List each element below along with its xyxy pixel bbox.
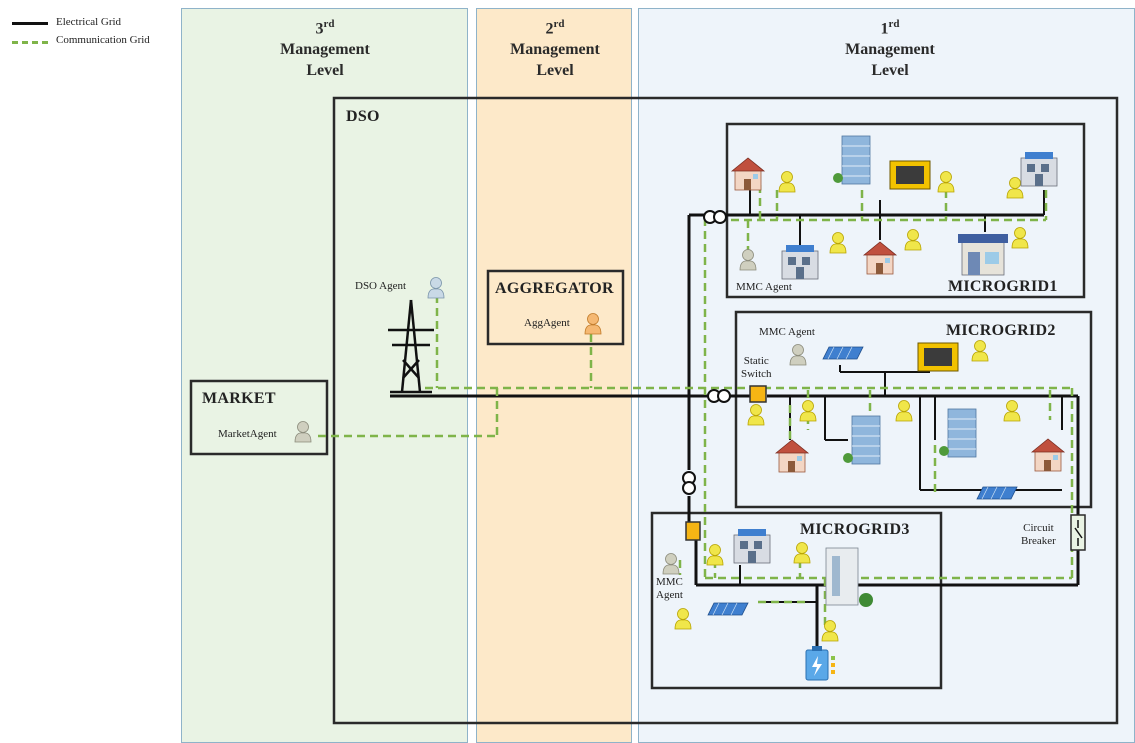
level2-panel [476,8,632,743]
agg-agent-label: AggAgent [524,317,570,329]
office-building-icon [832,135,871,185]
level3-panel [181,8,468,743]
microgrid1-box [725,122,1086,299]
office-building-icon [825,547,873,607]
solar-panel-icon [822,346,864,360]
apartment-icon [1020,151,1058,187]
aggregator-title: AGGREGATOR [495,280,614,297]
microgrid2-title: MICROGRID2 [946,322,1056,339]
agent-icon [937,171,955,193]
agent-icon [1006,177,1024,199]
agent-icon [895,400,913,422]
static-switch-mg3 [685,521,701,541]
legend-electrical-label: Electrical Grid [56,16,122,28]
transformer-mg1 [703,210,727,224]
legend-electrical-swatch [12,22,48,25]
mg3-mmc-agent-label: MMC Agent [656,576,683,601]
apartment-icon [781,244,819,280]
static-switch-mg2 [749,385,767,403]
agent-icon [706,544,724,566]
static-switch-label: Static Switch [741,355,772,380]
market-agent-label: MarketAgent [218,428,277,440]
mg1-mmc-agent-label: MMC Agent [736,281,792,293]
solar-panel-icon [707,602,749,616]
mg2-mmc-agent-label: MMC Agent [759,326,815,338]
transformer-mg3 [682,471,696,495]
dso-box [332,96,1119,725]
agent-icon [793,542,811,564]
market-box [189,379,329,456]
generator-icon [889,160,931,190]
microgrid3-box [650,511,943,690]
level3-header: 3rd Management Level [280,18,370,80]
dso-agent-icon [427,277,445,299]
circuit-breaker-label: Circuit Breaker [1021,522,1056,547]
microgrid3-title: MICROGRID3 [800,521,910,538]
transmission-tower-icon [388,299,434,394]
office-building-icon [938,408,977,458]
transformer-main [707,389,731,403]
market-title: MARKET [202,390,276,407]
agent-icon [778,171,796,193]
mg2-mmc-agent-icon [789,344,807,366]
mg3-mmc-agent-icon [662,553,680,575]
agent-icon [747,404,765,426]
house-icon [775,439,809,473]
agent-icon [799,400,817,422]
legend: Electrical Grid Communication Grid [8,14,178,54]
agent-icon [674,608,692,630]
solar-panel-icon [976,486,1018,500]
level1-header: 1rd Management Level [845,18,935,80]
generator-icon [917,342,959,372]
apartment-icon [733,528,771,564]
agent-icon [904,229,922,251]
agent-icon [1011,227,1029,249]
house-icon [731,157,765,191]
level2-header: 2rd Management Level [510,18,600,80]
battery-icon [805,646,835,681]
microgrid2-box [734,310,1093,509]
circuit-breaker-icon [1070,514,1086,551]
microgrid1-title: MICROGRID1 [948,278,1058,295]
agent-icon [829,232,847,254]
legend-communication-swatch [12,41,48,44]
legend-communication-label: Communication Grid [56,34,150,46]
office-building-icon [842,415,881,465]
agent-icon [1003,400,1021,422]
dso-agent-label: DSO Agent [355,280,407,292]
shop-icon [958,234,1008,276]
house-icon [1031,438,1065,472]
mg1-mmc-agent-icon [739,249,757,271]
agent-icon [971,340,989,362]
electrical-lines [390,213,1080,650]
electrical-branches [739,190,1063,603]
house-icon [863,241,897,275]
dso-title: DSO [346,108,380,125]
